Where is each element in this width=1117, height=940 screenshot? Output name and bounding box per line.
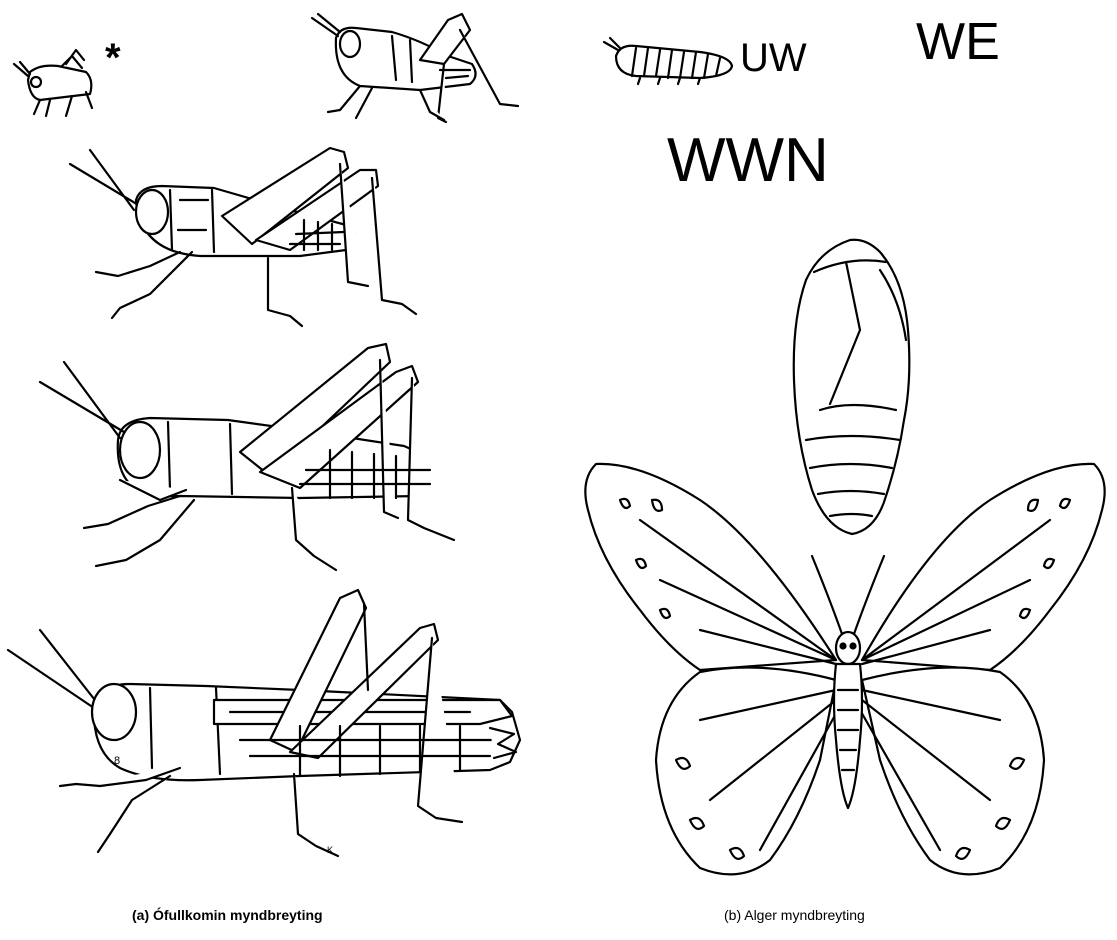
grasshopper-adult xyxy=(6,588,522,858)
grasshopper-nymph-stage-4 xyxy=(38,342,456,572)
small-number-label: 8 xyxy=(114,755,121,767)
label-we: WE xyxy=(916,13,1000,71)
small-letter-label: K xyxy=(327,845,334,855)
caterpillar-larva xyxy=(602,36,734,86)
grasshopper-nymph-stage-1 xyxy=(12,48,94,118)
star-marker: * xyxy=(105,36,121,80)
chrysalis-pupa xyxy=(792,238,911,536)
label-uw: UW xyxy=(740,36,807,80)
grasshopper-nymph-stage-3 xyxy=(68,146,418,328)
caption-complete-metamorphosis: (b) Alger myndbreyting xyxy=(724,907,865,923)
grasshopper-nymph-stage-2 xyxy=(310,12,520,124)
label-wwn: WWN xyxy=(667,126,829,195)
butterfly-adult xyxy=(584,462,1106,876)
caption-incomplete-metamorphosis: (a) Ófullkomin myndbreyting xyxy=(132,907,323,923)
